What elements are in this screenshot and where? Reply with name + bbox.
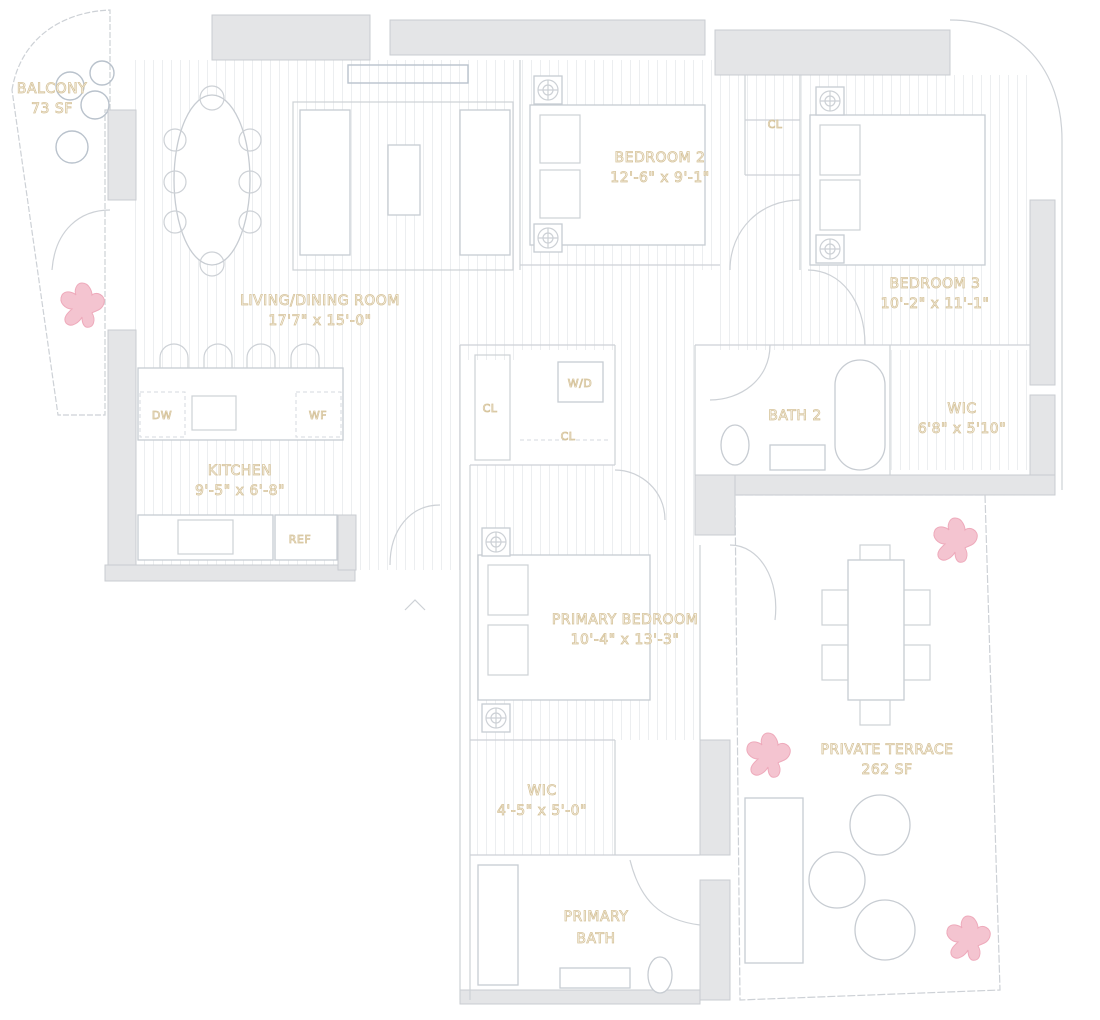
terrace bbox=[734, 494, 1001, 1001]
balcony-label: BALCONY bbox=[17, 81, 87, 97]
terrace-size: 262 SF bbox=[861, 762, 912, 778]
bedroom2-label: BEDROOM 2 bbox=[615, 150, 706, 166]
flower-icon bbox=[946, 915, 991, 961]
primary-wic-size: 4'-5" x 5'-0" bbox=[497, 803, 587, 819]
washer-dryer-label: W/D bbox=[568, 377, 593, 390]
primary-bath-label-2: BATH bbox=[576, 931, 615, 947]
bath2-label: BATH 2 bbox=[768, 408, 822, 424]
room-labels: BALCONY 73 SF LIVING/DINING ROOM 17'7" x… bbox=[16, 81, 1006, 948]
balcony-size: 73 SF bbox=[31, 101, 73, 117]
primary-wic-label: WIC bbox=[527, 783, 556, 799]
terrace-label: PRIVATE TERRACE bbox=[820, 742, 953, 758]
flower-icon bbox=[933, 517, 978, 563]
bedroom2-size: 12'-6" x 9'-1" bbox=[610, 170, 709, 186]
wic-size: 6'8" x 5'10" bbox=[918, 421, 1006, 437]
primary-bedroom-label: PRIMARY BEDROOM bbox=[552, 612, 698, 628]
flower-icon bbox=[746, 732, 791, 778]
refrigerator-label: REF bbox=[289, 533, 311, 546]
kitchen-size: 9'-5" x 6'-8" bbox=[195, 483, 285, 499]
walls bbox=[104, 14, 1063, 1005]
bedroom-furniture bbox=[477, 75, 986, 733]
living-furniture bbox=[163, 64, 514, 277]
doors bbox=[389, 199, 866, 926]
bedroom3-size: 10'-2" x 11'-1" bbox=[881, 296, 990, 312]
primary-bedroom-size: 10'-4" x 13'-3" bbox=[571, 632, 680, 648]
service-fixtures bbox=[474, 354, 886, 994]
living-dining-label: LIVING/DINING ROOM bbox=[240, 293, 400, 309]
primary-bath-label: PRIMARY bbox=[564, 909, 629, 925]
kitchen-label: KITCHEN bbox=[208, 463, 272, 479]
dishwasher-label: DW bbox=[152, 409, 172, 422]
closet-label: CL bbox=[768, 118, 783, 131]
bedroom3-label: BEDROOM 3 bbox=[890, 276, 981, 292]
wic-label: WIC bbox=[947, 401, 976, 417]
flower-icon bbox=[60, 282, 105, 328]
living-dining-size: 17'7" x 15'-0" bbox=[268, 313, 371, 329]
balcony bbox=[11, 9, 115, 416]
closet-label: CL bbox=[483, 402, 498, 415]
wine-fridge-label: WF bbox=[309, 409, 327, 422]
kitchen-furniture bbox=[137, 343, 344, 561]
closet-label: CL bbox=[561, 430, 576, 443]
